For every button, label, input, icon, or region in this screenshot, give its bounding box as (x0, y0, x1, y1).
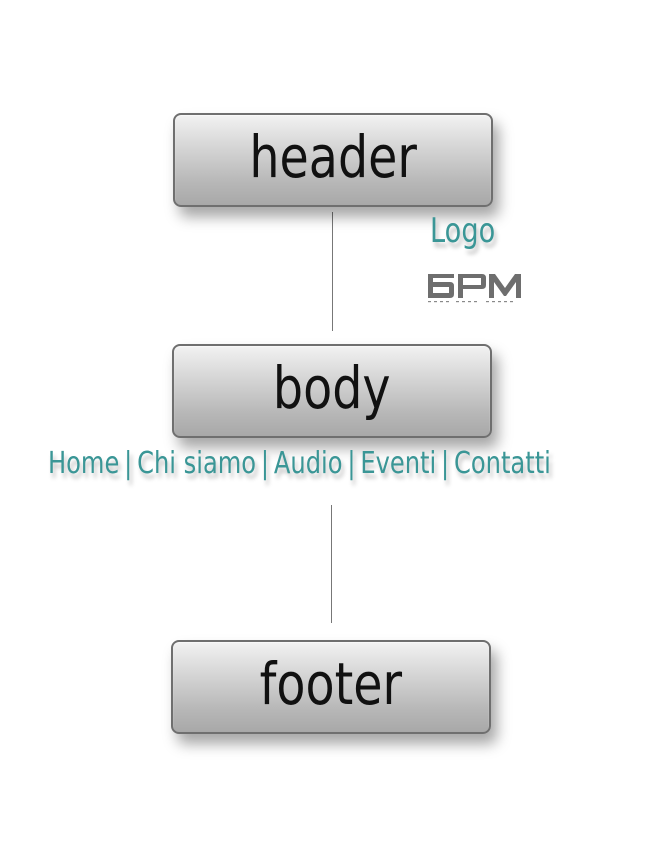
nav-separator: | (260, 446, 270, 481)
header-box-label: header (249, 123, 417, 191)
nav-item-home[interactable]: Home (48, 446, 120, 481)
body-box-label: body (273, 354, 391, 422)
connector-body-footer (331, 505, 332, 623)
logo-label: Logo (430, 211, 496, 251)
bpm-logo-icon (428, 274, 521, 303)
header-box: header (173, 113, 493, 207)
nav-item-chi-siamo[interactable]: Chi siamo (137, 446, 257, 481)
nav-item-eventi[interactable]: Eventi (360, 446, 437, 481)
footer-box: footer (171, 640, 491, 734)
nav-menu: Home|Chi siamo|Audio|Eventi|Contatti (48, 446, 628, 482)
body-box: body (172, 344, 492, 438)
nav-item-audio[interactable]: Audio (273, 446, 343, 481)
nav-separator: | (347, 446, 356, 481)
footer-box-label: footer (259, 650, 403, 718)
nav-separator: | (441, 446, 450, 481)
nav-separator: | (124, 446, 133, 481)
connector-header-body (332, 212, 333, 331)
nav-item-contatti[interactable]: Contatti (454, 446, 551, 481)
